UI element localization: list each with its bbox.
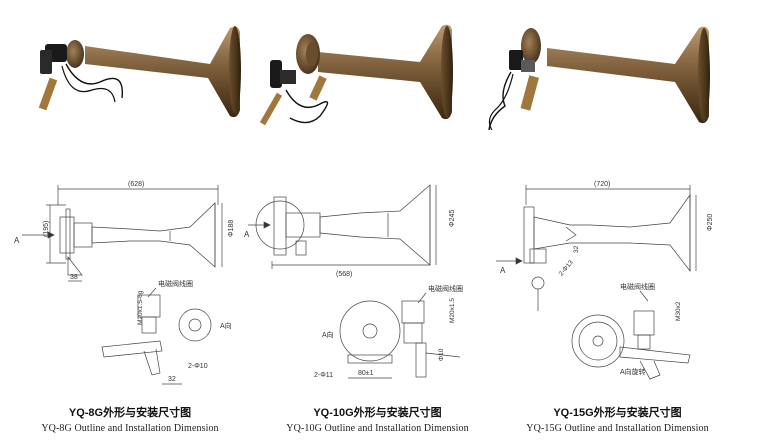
caption-en: YQ-8G Outline and Installation Dimension — [41, 423, 219, 434]
bell-diameter-label: Φ245 — [449, 210, 456, 227]
caption-cn: YQ-10G外形与安装尺寸图 — [313, 407, 442, 419]
thread-label: M20x1.5 — [449, 298, 456, 323]
coil-label: 电磁阀线圈 — [158, 279, 193, 288]
spacing-label: 32 — [168, 376, 176, 383]
bell-diameter-label: Φ188 — [228, 220, 235, 237]
holes-label: 2-Φ10 — [188, 363, 208, 370]
overall-length-label: (720) — [594, 181, 610, 188]
small-dim-label: 32 — [573, 245, 580, 253]
height-label: (195) — [43, 221, 50, 237]
thread-label: M30x2 — [675, 301, 682, 321]
view-arrow-label: A — [244, 230, 250, 239]
view-arrow-label: A — [500, 266, 506, 275]
caption-en: YQ-15G Outline and Installation Dimensio… — [526, 423, 709, 434]
base-width-label: 38 — [70, 274, 78, 281]
horn-photo-yq-8g — [38, 26, 241, 118]
caption-cn: YQ-8G外形与安装尺寸图 — [68, 407, 192, 419]
dimension-drawing-yq-15g: (720) Φ250 A 32 2-Φ13 电磁阀线圈 M30x2 A向旋转 — [496, 181, 714, 380]
caption-yq-10g: YQ-10G外形与安装尺寸图 YQ-10G Outline and Instal… — [265, 404, 490, 434]
view-direction-label: A向旋转 — [620, 367, 646, 376]
coil-label: 电磁阀线圈 — [428, 284, 463, 293]
bell-diameter-label: Φ250 — [707, 214, 714, 231]
coil-label: 电磁阀线圈 — [620, 282, 655, 291]
view-direction-label: A向 — [322, 330, 334, 339]
thread-label: M20x1.5-6g — [137, 290, 144, 325]
small-holes-label: 2-Φ13 — [558, 259, 575, 278]
view-arrow-label: A — [14, 236, 20, 245]
holes-label: 2-Φ11 — [314, 372, 333, 379]
caption-yq-15g: YQ-15G外形与安装尺寸图 YQ-15G Outline and Instal… — [505, 404, 730, 434]
caption-yq-8g: YQ-8G外形与安装尺寸图 YQ-8G Outline and Installa… — [20, 404, 240, 434]
caption-en: YQ-10G Outline and Installation Dimensio… — [286, 423, 469, 434]
overall-length-label: (568) — [336, 271, 352, 278]
dimension-drawing-yq-10g: Φ245 (568) A 电磁阀线圈 A向 M20x1.5 Φ10 2-Φ11 … — [244, 184, 463, 379]
view-direction-label: A向 — [220, 321, 232, 330]
caption-cn: YQ-15G外形与安装尺寸图 — [553, 407, 682, 419]
spacing-label: 80±1 — [358, 370, 374, 377]
dimension-drawing-yq-8g: (628) (195) Φ188 38 A 电磁阀线圈 A向 M20x1.5-6… — [14, 181, 235, 385]
horn-photo-yq-10g — [260, 24, 453, 126]
overall-length-label: (628) — [128, 181, 144, 188]
horn-photo-yq-15g — [488, 26, 710, 130]
